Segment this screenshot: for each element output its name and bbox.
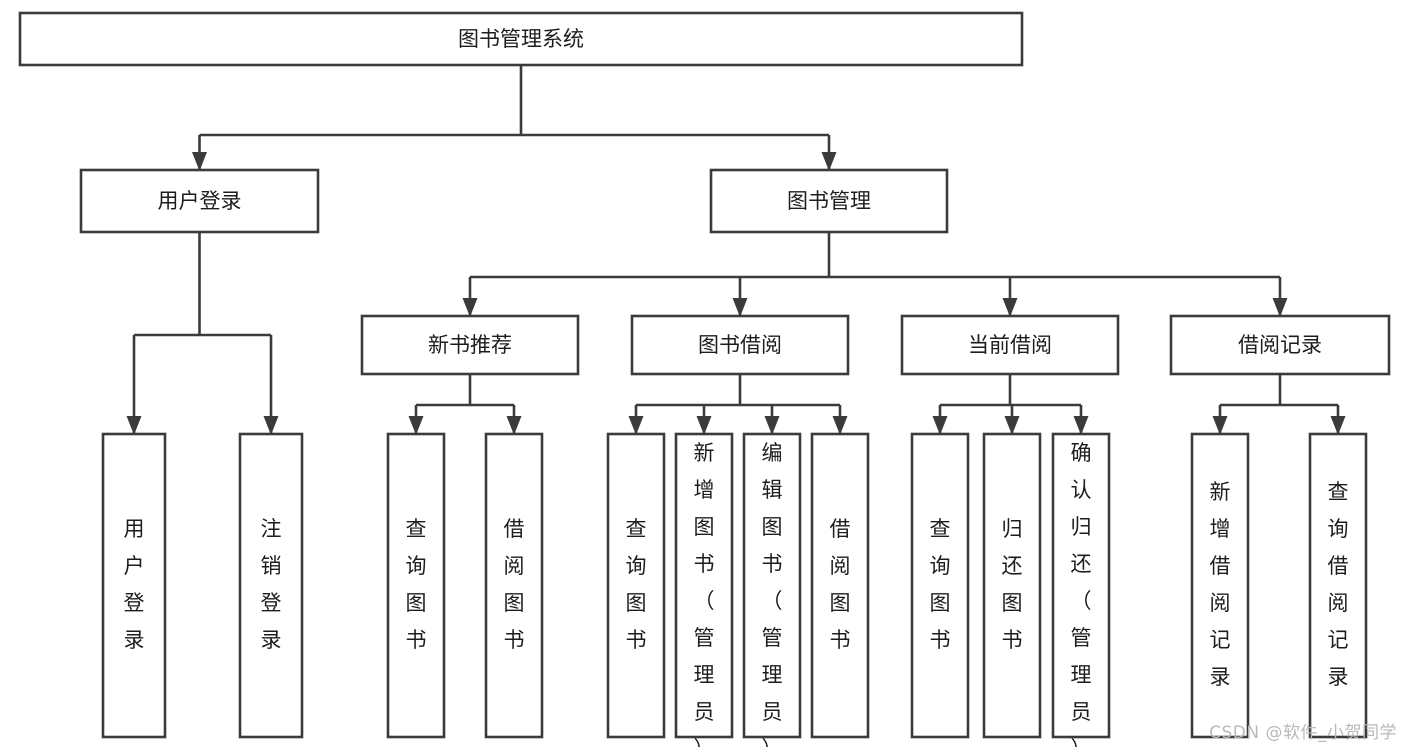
node-box-leaf-logout[interactable] — [238, 432, 304, 739]
node-box-leaf-add-record[interactable] — [1190, 432, 1250, 739]
node-box-user-login[interactable] — [79, 168, 320, 234]
node-leaf-borrow-book-br[interactable]: 借阅图书 — [810, 432, 870, 739]
node-box-leaf-return-book[interactable] — [982, 432, 1042, 739]
arrow-icon-new-book-rec-to-leaf-borrow-book-rec — [506, 416, 522, 435]
node-label-book-manage: 图书管理 — [787, 189, 871, 213]
arrow-icon-root-to-user-login — [192, 152, 207, 171]
arrow-icon-book-manage-to-current-borrow — [1002, 298, 1018, 317]
arrow-icon-current-borrow-to-leaf-confirm-return — [1073, 416, 1089, 435]
node-box-new-book-rec[interactable] — [360, 314, 580, 376]
arrow-icon-book-borrow-to-leaf-add-book — [696, 416, 712, 435]
arrow-icon-borrow-record-to-leaf-query-record — [1330, 416, 1346, 435]
node-label-leaf-query-book-rec: 查询图书 — [406, 517, 427, 652]
arrow-icon-new-book-rec-to-leaf-query-book-rec — [408, 416, 424, 435]
node-leaf-borrow-book-rec[interactable]: 借阅图书 — [484, 432, 544, 739]
node-box-current-borrow[interactable] — [900, 314, 1120, 376]
arrow-icon-current-borrow-to-leaf-return-book — [1004, 416, 1020, 435]
node-box-leaf-edit-book[interactable] — [742, 432, 802, 739]
node-user-login[interactable]: 用户登录 — [79, 168, 320, 234]
node-book-manage[interactable]: 图书管理 — [709, 168, 949, 234]
node-root[interactable]: 图书管理系统 — [18, 11, 1024, 67]
node-label-leaf-user-login: 用户登录 — [124, 517, 145, 652]
node-leaf-query-record[interactable]: 查询借阅记录 — [1308, 432, 1368, 739]
arrow-icon-book-borrow-to-leaf-edit-book — [764, 416, 780, 435]
node-label-leaf-add-book: 新增图书（管理员） — [694, 441, 715, 747]
arrow-icon-root-to-book-manage — [821, 152, 837, 171]
node-box-leaf-query-book-rec[interactable] — [386, 432, 446, 739]
node-leaf-confirm-return[interactable]: 确认归还（管理员） — [1051, 432, 1111, 747]
node-box-leaf-borrow-book-rec[interactable] — [484, 432, 544, 739]
node-label-leaf-return-book: 归还图书 — [1002, 517, 1023, 652]
node-leaf-user-login[interactable]: 用户登录 — [101, 432, 167, 739]
node-leaf-logout[interactable]: 注销登录 — [238, 432, 304, 739]
node-label-borrow-record: 借阅记录 — [1238, 333, 1322, 357]
node-box-root[interactable] — [18, 11, 1024, 67]
node-leaf-edit-book[interactable]: 编辑图书（管理员） — [742, 432, 802, 747]
node-new-book-rec[interactable]: 新书推荐 — [360, 314, 580, 376]
node-label-leaf-borrow-book-rec: 借阅图书 — [504, 517, 525, 652]
node-box-leaf-add-book[interactable] — [674, 432, 734, 739]
node-label-leaf-query-book-cb: 查询图书 — [930, 517, 951, 652]
node-leaf-return-book[interactable]: 归还图书 — [982, 432, 1042, 739]
arrow-icon-book-borrow-to-leaf-query-book-br — [628, 416, 644, 435]
node-box-leaf-query-record[interactable] — [1308, 432, 1368, 739]
arrow-icon-borrow-record-to-leaf-add-record — [1212, 416, 1228, 435]
node-label-current-borrow: 当前借阅 — [968, 333, 1052, 357]
node-layer: 图书管理系统用户登录图书管理新书推荐图书借阅当前借阅借阅记录用户登录注销登录查询… — [18, 11, 1391, 747]
csdn-watermark: CSDN @软件_小贺同学 — [1209, 723, 1397, 743]
node-label-root: 图书管理系统 — [458, 27, 584, 51]
node-box-borrow-record[interactable] — [1169, 314, 1391, 376]
node-box-leaf-query-book-cb[interactable] — [910, 432, 970, 739]
node-box-leaf-query-book-br[interactable] — [606, 432, 666, 739]
node-label-leaf-edit-book: 编辑图书（管理员） — [762, 441, 783, 747]
arrow-icon-book-borrow-to-leaf-borrow-book-br — [832, 416, 848, 435]
arrow-icon-user-login-to-leaf-logout — [263, 416, 279, 435]
node-label-leaf-logout: 注销登录 — [261, 517, 282, 652]
node-current-borrow[interactable]: 当前借阅 — [900, 314, 1120, 376]
node-box-book-manage[interactable] — [709, 168, 949, 234]
arrow-icon-book-manage-to-book-borrow — [732, 298, 748, 317]
node-book-borrow[interactable]: 图书借阅 — [630, 314, 850, 376]
connector-layer — [126, 65, 1346, 435]
node-label-book-borrow: 图书借阅 — [698, 333, 782, 357]
node-box-leaf-borrow-book-br[interactable] — [810, 432, 870, 739]
arrow-icon-book-manage-to-new-book-rec — [462, 298, 478, 317]
node-label-leaf-borrow-book-br: 借阅图书 — [830, 517, 851, 652]
node-label-new-book-rec: 新书推荐 — [428, 333, 512, 357]
node-label-leaf-query-record: 查询借阅记录 — [1328, 480, 1349, 689]
node-leaf-query-book-rec[interactable]: 查询图书 — [386, 432, 446, 739]
arrow-icon-book-manage-to-borrow-record — [1272, 298, 1288, 317]
node-label-leaf-confirm-return: 确认归还（管理员） — [1071, 441, 1092, 747]
node-box-book-borrow[interactable] — [630, 314, 850, 376]
node-leaf-query-book-br[interactable]: 查询图书 — [606, 432, 666, 739]
node-leaf-add-book[interactable]: 新增图书（管理员） — [674, 432, 734, 747]
node-label-leaf-add-record: 新增借阅记录 — [1210, 480, 1231, 689]
node-leaf-query-book-cb[interactable]: 查询图书 — [910, 432, 970, 739]
arrow-icon-user-login-to-leaf-user-login — [126, 416, 142, 435]
node-borrow-record[interactable]: 借阅记录 — [1169, 314, 1391, 376]
node-label-user-login: 用户登录 — [158, 189, 242, 213]
node-box-leaf-user-login[interactable] — [101, 432, 167, 739]
arrow-icon-current-borrow-to-leaf-query-book-cb — [932, 416, 948, 435]
node-leaf-add-record[interactable]: 新增借阅记录 — [1190, 432, 1250, 739]
node-label-leaf-query-book-br: 查询图书 — [626, 517, 647, 652]
node-box-leaf-confirm-return[interactable] — [1051, 432, 1111, 739]
